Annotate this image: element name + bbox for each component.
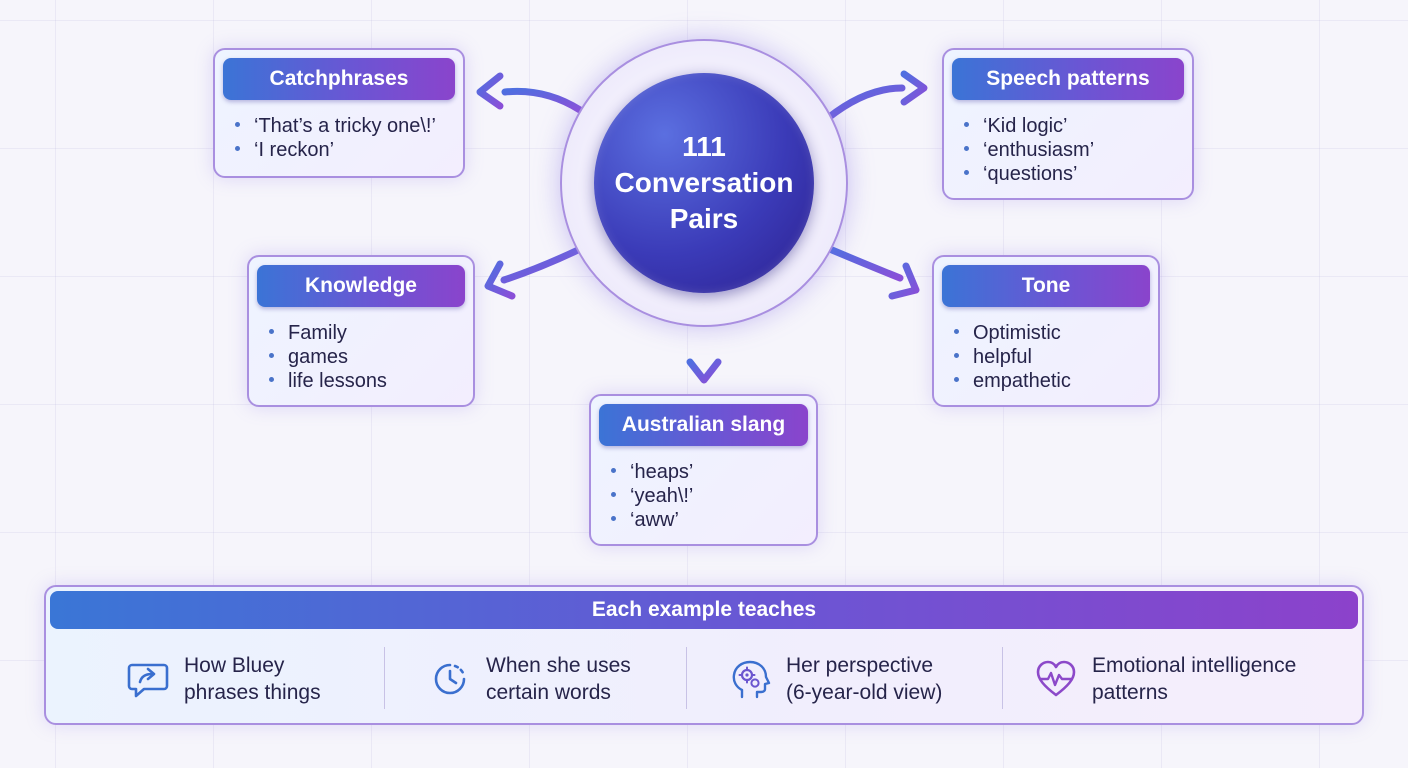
- teach-item-perspective: Her perspective (6-year-old view): [728, 649, 1026, 709]
- tone-card: Tone Optimistic helpful empathetic: [932, 255, 1160, 407]
- speech-bubble-arrow-icon: [127, 663, 169, 698]
- card-list: ‘heaps’ ‘yeah\!’ ‘aww’: [611, 460, 693, 532]
- hub-circle: 111 Conversation Pairs: [594, 73, 814, 293]
- hub-title: 111 Conversation Pairs: [614, 131, 794, 234]
- card-list: Family games life lessons: [269, 321, 387, 393]
- card-list: Optimistic helpful empathetic: [954, 321, 1071, 393]
- list-item: Family: [269, 321, 387, 345]
- teach-text: How Bluey phrases things: [184, 654, 321, 704]
- list-item: ‘Kid logic’: [964, 114, 1094, 138]
- list-item: ‘questions’: [964, 162, 1094, 186]
- list-item: ‘aww’: [611, 508, 693, 532]
- list-item: empathetic: [954, 369, 1071, 393]
- catchphrases-card: Catchphrases ‘That’s a tricky one\!’ ‘I …: [213, 48, 465, 178]
- teaches-panel: Each example teaches How Bluey phrases t…: [44, 585, 1364, 725]
- head-gears-icon: [732, 660, 771, 699]
- card-list: ‘That’s a tricky one\!’ ‘I reckon’: [235, 114, 436, 162]
- arrow-head-tone: [888, 262, 920, 300]
- australian-slang-card: Australian slang ‘heaps’ ‘yeah\!’ ‘aww’: [589, 394, 818, 546]
- teaches-header: Each example teaches: [50, 591, 1358, 629]
- arrow-head-catchphrases: [476, 72, 504, 110]
- arrow-head-speech-patterns: [900, 70, 928, 106]
- list-item: Optimistic: [954, 321, 1071, 345]
- list-item: ‘That’s a tricky one\!’: [235, 114, 436, 138]
- card-header: Australian slang: [599, 404, 808, 446]
- knowledge-card: Knowledge Family games life lessons: [247, 255, 475, 407]
- card-list: ‘Kid logic’ ‘enthusiasm’ ‘questions’: [964, 114, 1094, 186]
- divider: [384, 647, 385, 709]
- list-item: games: [269, 345, 387, 369]
- teach-text: When she uses certain words: [486, 654, 631, 704]
- arrow-to-knowledge: [500, 246, 582, 284]
- teach-text: Her perspective (6-year-old view): [786, 654, 943, 704]
- arrow-to-catchphrases: [501, 87, 584, 114]
- teach-item-phrasing: How Bluey phrases things: [126, 649, 424, 709]
- list-item: ‘enthusiasm’: [964, 138, 1094, 162]
- teach-item-emotional: Emotional intelligence patterns: [1034, 649, 1352, 709]
- list-item: ‘yeah\!’: [611, 484, 693, 508]
- card-header: Knowledge: [257, 265, 465, 307]
- heart-pulse-icon: [1036, 660, 1076, 697]
- list-item: ‘heaps’: [611, 460, 693, 484]
- arrow-head-knowledge: [484, 260, 516, 300]
- list-item: life lessons: [269, 369, 387, 393]
- clock-icon: [434, 663, 466, 695]
- list-item: ‘I reckon’: [235, 138, 436, 162]
- list-item: helpful: [954, 345, 1071, 369]
- arrow-head-australian-slang: [686, 358, 722, 384]
- teach-text: Emotional intelligence patterns: [1092, 654, 1297, 704]
- speech-patterns-card: Speech patterns ‘Kid logic’ ‘enthusiasm’…: [942, 48, 1194, 200]
- divider: [1002, 647, 1003, 709]
- arrow-to-speech-patterns: [824, 84, 906, 122]
- card-header: Speech patterns: [952, 58, 1184, 100]
- card-header: Tone: [942, 265, 1150, 307]
- arrow-to-tone: [828, 246, 904, 282]
- card-header: Catchphrases: [223, 58, 455, 100]
- divider: [686, 647, 687, 709]
- teach-item-timing: When she uses certain words: [428, 649, 726, 709]
